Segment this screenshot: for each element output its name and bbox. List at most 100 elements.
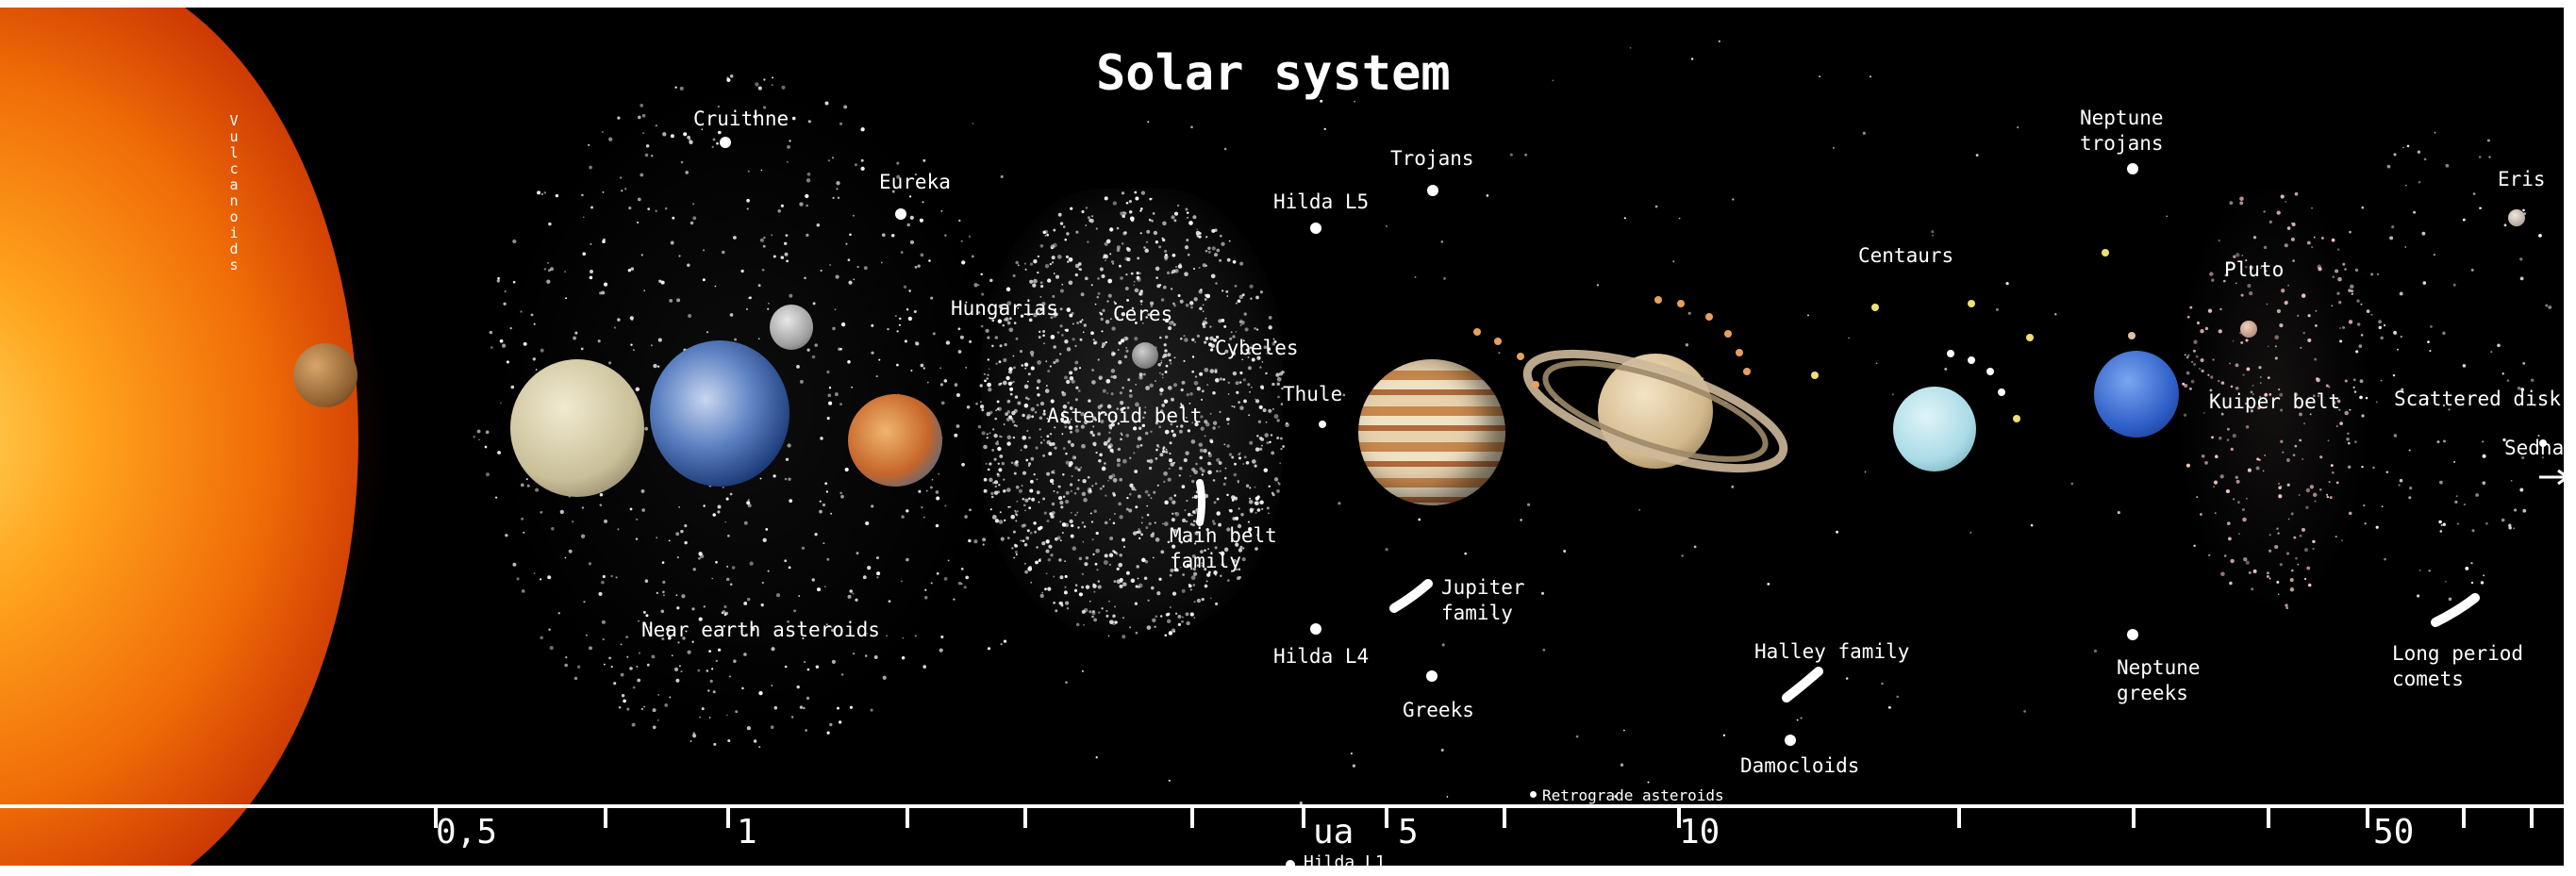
particle [717,648,722,652]
particle [1101,607,1104,610]
particle [2235,363,2239,368]
particle [1239,452,1241,455]
particle [525,477,528,481]
particle [1104,560,1108,565]
particle [1152,212,1155,215]
particle [2519,488,2524,492]
particle [1204,549,1206,553]
particle [2360,334,2364,337]
particle [860,166,865,172]
particle [1107,293,1112,298]
particle [1272,408,1274,410]
particle [1166,619,1172,624]
particle [1891,393,1894,396]
particle [687,650,691,654]
particle [506,360,509,364]
particle [1133,420,1137,423]
particle [1264,433,1269,438]
particle [1001,461,1005,466]
particle [1132,426,1138,431]
particle [1055,491,1059,494]
particle [2545,304,2549,307]
particle [1108,620,1114,625]
particle [632,349,635,352]
particle [994,519,1000,523]
particle [1255,434,1259,438]
particle [1133,452,1136,455]
particle [1022,504,1026,507]
particle [784,477,788,481]
particle [2375,401,2378,404]
particle [644,579,649,583]
particle [717,504,722,509]
particle [1036,546,1039,549]
particle [1023,362,1029,367]
particle [1131,487,1136,491]
particle [1031,415,1035,419]
particle [1155,615,1158,619]
particle [1034,410,1038,414]
particle [1620,763,1624,767]
particle [2280,439,2284,444]
particle [678,665,681,668]
particle [2287,518,2290,521]
particle [1202,310,1205,312]
particle [1179,337,1183,340]
particle [939,367,942,370]
particle [2201,369,2204,372]
particle [1875,362,1878,365]
particle [1014,462,1017,464]
particle [2448,597,2452,602]
particle [1096,295,1100,299]
mercury [293,343,357,407]
particle [806,696,810,701]
particle [1120,438,1122,441]
particle [2200,329,2204,334]
particle [2252,392,2254,396]
particle [1219,470,1222,472]
particle [1138,527,1140,531]
particle [656,537,658,539]
particle [922,665,927,669]
particle [1137,494,1141,499]
particle [1077,389,1081,392]
particle [1129,456,1132,459]
particle [1155,537,1160,542]
particle [490,346,493,349]
particle [1247,366,1252,371]
particle [957,327,961,331]
particle [789,140,791,142]
particle [2383,323,2386,327]
particle [1259,366,1262,369]
particle [1167,386,1172,390]
particle [832,157,834,159]
particle [1065,601,1070,605]
particle [896,363,899,367]
particle [1158,284,1162,287]
particle [1054,426,1056,429]
particle [1015,260,1019,265]
particle [1022,471,1027,475]
particle [1122,537,1125,542]
particle [597,339,601,343]
particle [1177,264,1183,269]
particle [1013,556,1016,559]
particle [914,635,917,637]
particle [1219,410,1222,413]
particle [1023,543,1028,547]
particle [2214,512,2217,514]
particle [1013,471,1017,475]
particle [1165,448,1168,451]
particle [655,209,657,213]
particle [559,509,564,515]
particle [1037,379,1041,384]
particle [636,518,639,521]
particle [1027,372,1031,376]
particle [1614,795,1618,799]
particle [2306,566,2311,570]
particle [2246,367,2251,372]
particle [1133,284,1136,287]
particle [1072,455,1076,460]
particle [806,348,810,352]
